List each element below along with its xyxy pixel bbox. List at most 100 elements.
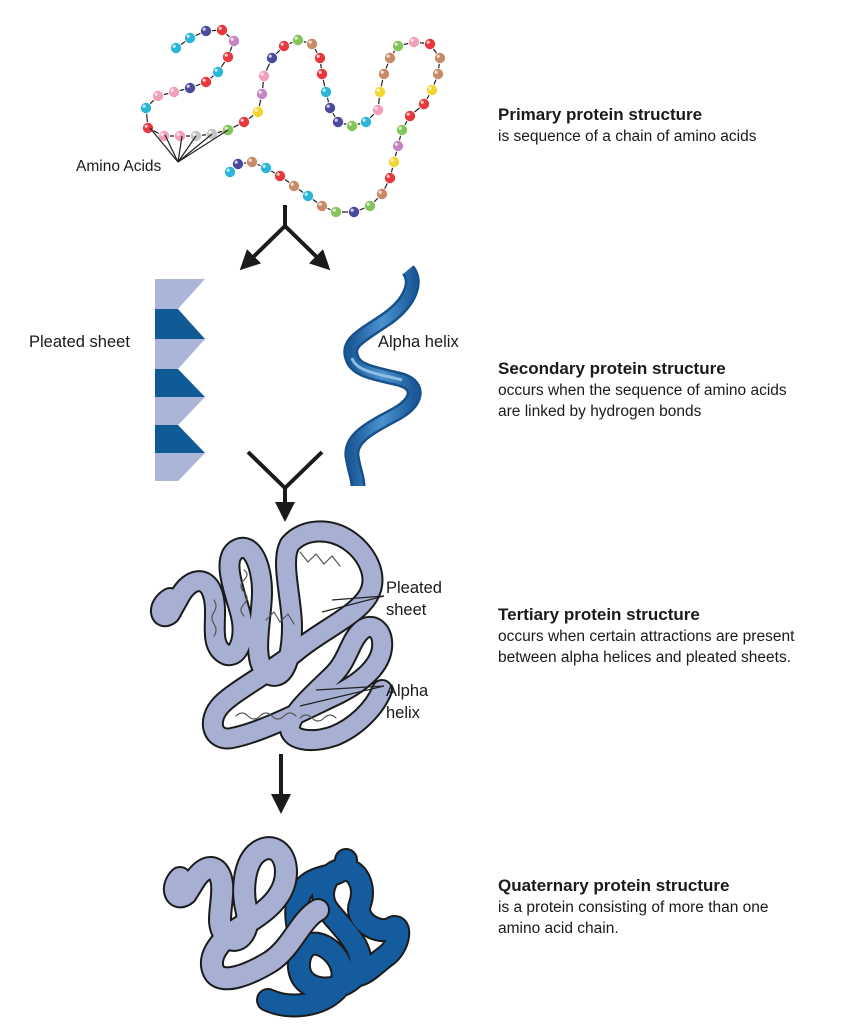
amino-acid-bead-highlight [386,174,390,178]
alpha-helix-icon [343,265,422,487]
amino-acid-bead-highlight [316,54,320,58]
amino-acid-bead-highlight [280,42,284,46]
tertiary-alpha-helix-label: Alpha helix [386,682,429,722]
amino-acid-bead-highlight [214,68,218,72]
amino-acid-bead-highlight [378,190,382,194]
amino-acid-bead [423,38,436,51]
amino-acid-bead [251,106,264,119]
amino-acid-bead-highlight [276,172,280,176]
amino-acid-chain [139,23,446,218]
amino-acid-bead-highlight [374,106,378,110]
amino-acid-bead-highlight [186,34,190,38]
amino-acid-bead [265,52,278,65]
amino-acid-bead [387,155,400,168]
amino-acid-bead-highlight [410,38,414,42]
amino-acid-bead [359,116,372,129]
amino-acid-bead [287,179,300,192]
amino-acid-bead [391,139,404,152]
amino-acid-bead-highlight [234,160,238,164]
amino-acid-bead [215,23,228,36]
amino-acid-bead-highlight [434,70,438,74]
amino-acid-bead-highlight [192,132,196,136]
tertiary-structure-icon [150,520,394,752]
amino-acids-label: Amino Acids [76,158,162,175]
amino-acid-bead [331,116,344,129]
amino-acid-bead-highlight [380,70,384,74]
amino-acid-bead-highlight [436,54,440,58]
amino-acid-bead [173,129,186,142]
secondary-structure-text: occurs when the sequence of amino acids … [498,382,787,420]
amino-acid-bead [259,161,272,174]
amino-acid-bead [377,68,390,81]
amino-acid-bead [395,124,408,137]
amino-acid-bead [315,68,328,81]
tertiary-pleated-sheet-label: Pleated sheet [386,579,442,619]
amino-acid-bead-highlight [322,88,326,92]
amino-acid-bead [431,68,444,81]
amino-acid-bead-highlight [394,42,398,46]
amino-acid-bead [227,35,240,48]
amino-acid-bead [375,187,388,200]
amino-acid-bead-highlight [144,124,148,128]
tertiary-leader-lines [299,595,385,707]
amino-acid-bead [199,24,212,37]
amino-acid-bead [255,88,268,101]
amino-acid-bead-highlight [332,208,336,212]
amino-acid-bead [315,199,328,212]
amino-acid-bead [433,52,446,65]
amino-acid-bead-highlight [226,168,230,172]
amino-acid-bead-highlight [394,142,398,146]
alpha-helix-label: Alpha helix [378,333,459,351]
amino-acid-bead-highlight [350,208,354,212]
amino-acid-bead-highlight [208,130,212,134]
amino-acid-bead [329,205,342,218]
amino-acid-bead-highlight [154,92,158,96]
amino-acid-bead-highlight [218,26,222,30]
amino-acid-bead-highlight [254,108,258,112]
amino-acid-bead [403,110,416,123]
amino-acid-bead [277,40,290,53]
secondary-structure-title: Secondary protein structure [498,359,726,378]
amino-acid-bead-highlight [172,44,176,48]
amino-acid-bead-highlight [260,72,264,76]
amino-acid-bead [291,34,304,47]
amino-acid-bead-highlight [160,132,164,136]
amino-acid-bead-highlight [258,90,262,94]
pleated-sheet-label: Pleated sheet [29,333,130,351]
quaternary-structure-icon [162,836,411,1018]
primary-structure-description: Primary protein structure is sequence of… [498,104,843,147]
amino-acid-bead [425,84,438,97]
amino-acid-bead-highlight [142,104,146,108]
amino-acid-bead-highlight [406,112,410,116]
amino-acid-bead-highlight [308,40,312,44]
amino-acid-bead [257,70,270,83]
amino-acids-leader-lines [149,127,229,163]
amino-acid-bead-highlight [398,126,402,130]
tertiary-structure-text: occurs when certain attractions are pres… [498,628,795,666]
amino-acid-bead-highlight [262,164,266,168]
amino-acid-bead [223,165,236,178]
amino-acid-bead-highlight [334,118,338,122]
amino-acid-bead-highlight [176,132,180,136]
amino-acid-bead [139,102,152,115]
amino-acid-bead-highlight [202,78,206,82]
amino-acid-bead [183,82,196,95]
amino-acid-bead [301,189,314,202]
amino-acid-bead [383,52,396,65]
amino-acid-bead [199,76,212,89]
amino-acid-bead-highlight [268,54,272,58]
amino-acid-bead [383,171,396,184]
amino-acid-bead-highlight [366,202,370,206]
amino-acid-bead [183,32,196,45]
primary-structure-text: is sequence of a chain of amino acids [498,128,757,145]
amino-acid-bead-highlight [420,100,424,104]
amino-acid-bead [373,86,386,99]
tertiary-structure-title: Tertiary protein structure [498,605,700,624]
secondary-structure-description: Secondary protein structure occurs when … [498,358,843,422]
quaternary-structure-title: Quaternary protein structure [498,876,730,895]
amino-acid-bead-highlight [326,104,330,108]
amino-acid-bead-highlight [248,158,252,162]
amino-acid-bead [141,122,154,135]
